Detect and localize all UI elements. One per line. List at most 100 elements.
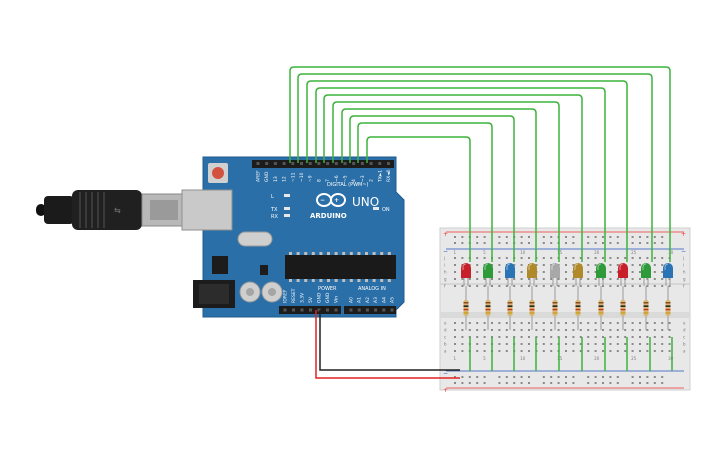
signal-wire <box>323 94 583 262</box>
analog-pin-label: A0 <box>349 297 355 303</box>
resistor <box>643 286 649 330</box>
crystal <box>237 231 273 247</box>
row-letter: c <box>444 335 446 340</box>
column-number: 1 <box>454 356 457 361</box>
digital-pin-label: ~10 <box>299 172 305 182</box>
resistor <box>552 286 558 330</box>
tx-label: TX <box>270 207 278 213</box>
column-number: 25 <box>631 356 637 361</box>
row-letter: j <box>443 256 445 261</box>
signal-wire <box>297 73 653 262</box>
led <box>483 263 493 278</box>
power-pin-label: GND <box>325 292 331 303</box>
on-label: ON <box>382 207 390 213</box>
column-number: 1 <box>454 250 457 255</box>
resistor <box>485 286 491 330</box>
l-label: L <box>271 194 274 200</box>
power-wires <box>315 310 460 379</box>
digital-pin-label: GND <box>264 171 270 182</box>
signal-wire <box>341 108 537 262</box>
rx-label: RX <box>271 214 278 220</box>
power-pin-label: GND <box>317 292 323 303</box>
column-number: 10 <box>520 250 526 255</box>
signal-wire <box>315 87 606 262</box>
row-letter: h <box>683 270 686 275</box>
column-number: 20 <box>594 250 600 255</box>
digital-header <box>252 160 394 168</box>
column-number: 30 <box>668 356 674 361</box>
board-model: UNO <box>352 195 379 209</box>
digital-pin-label: TX►1 <box>377 170 383 183</box>
power-pin-label: Vin <box>334 296 340 303</box>
digital-pin-label: 8 <box>316 179 322 182</box>
resistor <box>507 286 513 330</box>
digital-pin-label: AREF <box>256 170 262 182</box>
regulator-chip <box>212 256 228 274</box>
digital-pin-label: RX◄0 <box>386 169 392 182</box>
minus-label: − <box>443 370 448 377</box>
signal-wire <box>306 80 628 262</box>
digital-pin-label: ~6 <box>334 175 340 182</box>
digital-pin-label: ~11 <box>290 172 296 182</box>
plus-label: + <box>681 231 686 238</box>
minus-label: − <box>443 248 448 255</box>
power-pin-label: 5V <box>308 296 314 303</box>
row-letter: i <box>683 263 684 268</box>
row-letter: c <box>683 335 685 340</box>
resistor <box>598 286 604 330</box>
row-letter: a <box>683 349 686 354</box>
digital-pin-label: ~5 <box>343 175 349 182</box>
led <box>550 263 560 278</box>
usb-b-connector <box>181 189 233 231</box>
five-volt-wire <box>315 310 460 379</box>
arduino-logo: − + <box>316 193 346 207</box>
column-number: 5 <box>483 250 486 255</box>
digital-pin-label: 4 <box>351 179 357 182</box>
row-letter: h <box>444 270 447 275</box>
resistor <box>463 286 469 330</box>
signal-wire <box>332 101 560 262</box>
led <box>618 263 628 278</box>
analog-header <box>344 306 396 314</box>
analog-pin-label: A2 <box>365 297 371 303</box>
power-pin-label: IOREF <box>283 289 289 303</box>
analog-pin-label: A3 <box>373 297 379 303</box>
row-letter: e <box>444 321 447 326</box>
reset-button <box>212 167 224 179</box>
row-letter: g <box>683 277 686 282</box>
plus-label: + <box>443 231 448 238</box>
resistor <box>620 286 626 330</box>
power-pin-label: RESET <box>291 288 297 303</box>
resistor <box>575 286 581 330</box>
row-letter: e <box>683 321 686 326</box>
svg-text:−: − <box>320 197 325 204</box>
led <box>573 263 583 278</box>
digital-pin-label: 2 <box>369 179 375 182</box>
ground-wire <box>319 310 460 371</box>
row-letter: j <box>682 256 684 261</box>
row-letter: f <box>683 284 685 289</box>
column-number: 15 <box>557 356 563 361</box>
column-number: 30 <box>668 250 674 255</box>
atmega-chip <box>285 255 396 279</box>
row-letter: f <box>444 284 446 289</box>
signal-wire <box>349 115 515 262</box>
digital-pin-label: 7 <box>325 179 331 182</box>
digital-label: DIGITAL (PWM~) <box>327 182 369 188</box>
column-number: 15 <box>557 250 563 255</box>
minus-label: − <box>681 248 686 255</box>
analog-pin-label: A4 <box>381 297 387 303</box>
signal-wire <box>366 136 471 262</box>
digital-pin-label: ~9 <box>308 175 314 182</box>
svg-text:⇆: ⇆ <box>114 206 121 215</box>
svg-text:+: + <box>334 197 339 204</box>
signal-wire <box>357 122 493 262</box>
resistor <box>529 286 535 330</box>
signal-wire <box>289 66 671 262</box>
analog-label: ANALOG IN <box>358 286 386 292</box>
analog-pin-label: A5 <box>390 297 396 303</box>
column-number: 20 <box>594 356 600 361</box>
led <box>641 263 651 278</box>
